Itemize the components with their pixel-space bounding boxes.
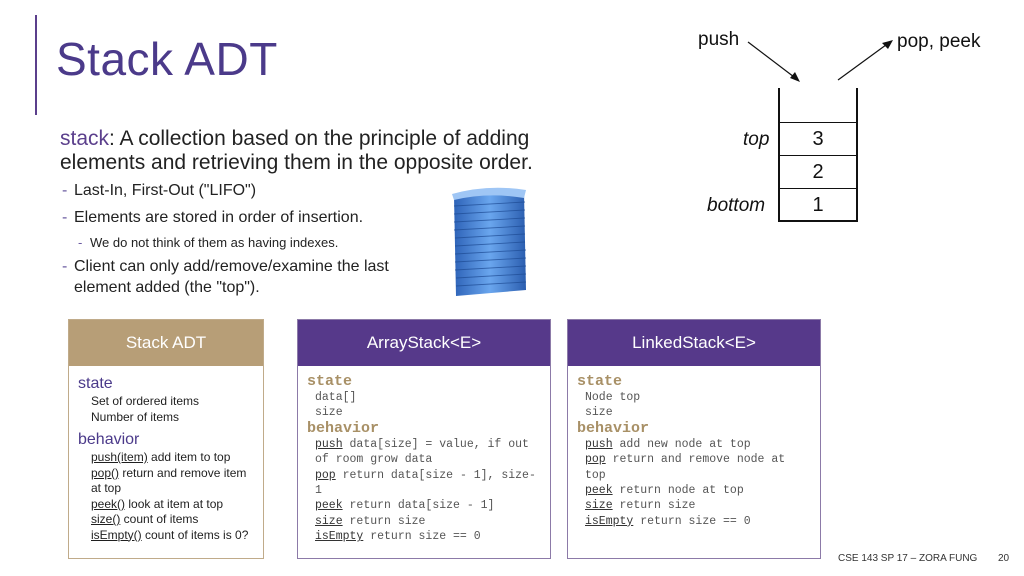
array-state-item: size [315,406,343,420]
bullet-no-indexes: We do not think of them as having indexe… [78,234,442,252]
array-behavior-isempty: isEmpty return size == 0 [315,530,481,544]
stack-cell-bottom: 1 [780,188,856,221]
adt-behavior-push: push(item) add item to top [91,450,231,464]
stack-cell-middle: 2 [780,155,856,188]
stack-definition-text: : A collection based on the principle of… [60,127,533,174]
array-behavior-push: push data[size] = value, if out of room … [315,437,529,467]
bullet-lifo: Last-In, First-Out ("LIFO") [62,180,442,201]
footer-course: CSE 143 SP 17 – ZORA FUNG [838,553,978,564]
stack-adt-card: Stack ADT state Set of ordered items Num… [68,319,264,559]
linkedstack-card-title: LinkedStack<E> [568,320,820,366]
adt-behavior-isempty: isEmpty() count of items is 0? [91,527,249,542]
tray-stack-image [452,187,527,296]
adt-state-item: Number of items [91,409,180,424]
linked-state-heading: state [577,373,623,390]
bullet-client-access: Client can only add/remove/examine the l… [62,256,394,298]
stack-diagram: 3 2 1 [778,88,858,222]
linkedstack-card: LinkedStack<E> state Node top size behav… [567,319,821,559]
linked-behavior-size: size return size [585,499,696,513]
array-state-item: data[] [315,391,357,404]
linked-behavior-peek: peek return node at top [585,484,744,498]
bullet-list: Last-In, First-Out ("LIFO") Elements are… [62,180,442,298]
linked-behavior-heading: behavior [577,419,650,437]
push-label: push [698,29,740,50]
stack-definition: stack: A collection based on the princip… [60,127,600,175]
adt-behavior-pop: pop() return and remove item at top [91,465,247,496]
arraystack-card: ArrayStack<E> state data[] size behavior… [297,319,551,559]
array-behavior-size: size return size [315,514,426,528]
slide-title: Stack ADT [56,33,278,85]
pop-peek-label: pop, peek [897,31,981,52]
bottom-label: bottom [707,195,766,216]
adt-behavior-peek: peek() look at item at top [91,496,224,511]
adt-behavior-heading: behavior [78,431,140,448]
linked-behavior-push: push add new node at top [585,437,751,451]
linked-behavior-pop: pop return and remove node at top [585,453,786,482]
stack-term: stack [60,127,110,150]
stack-adt-card-title: Stack ADT [69,320,263,366]
adt-behavior-size: size() count of items [91,512,199,526]
adt-state-heading: state [78,375,113,392]
title-accent-bar [35,15,37,115]
top-label: top [743,129,770,150]
array-behavior-heading: behavior [307,419,380,437]
linked-behavior-isempty: isEmpty return size == 0 [585,514,751,528]
stack-cell-top: 3 [780,122,856,155]
linked-state-item: Node top [585,391,641,404]
page-number: 20 [998,553,1010,564]
bullet-insertion-order: Elements are stored in order of insertio… [62,207,442,228]
arraystack-card-title: ArrayStack<E> [298,320,550,366]
array-behavior-peek: peek return data[size - 1] [315,499,495,513]
linked-state-item: size [585,406,613,420]
adt-state-item: Set of ordered items [91,394,200,408]
array-state-heading: state [307,373,353,390]
array-behavior-pop: pop return data[size - 1], size-1 [315,468,536,498]
